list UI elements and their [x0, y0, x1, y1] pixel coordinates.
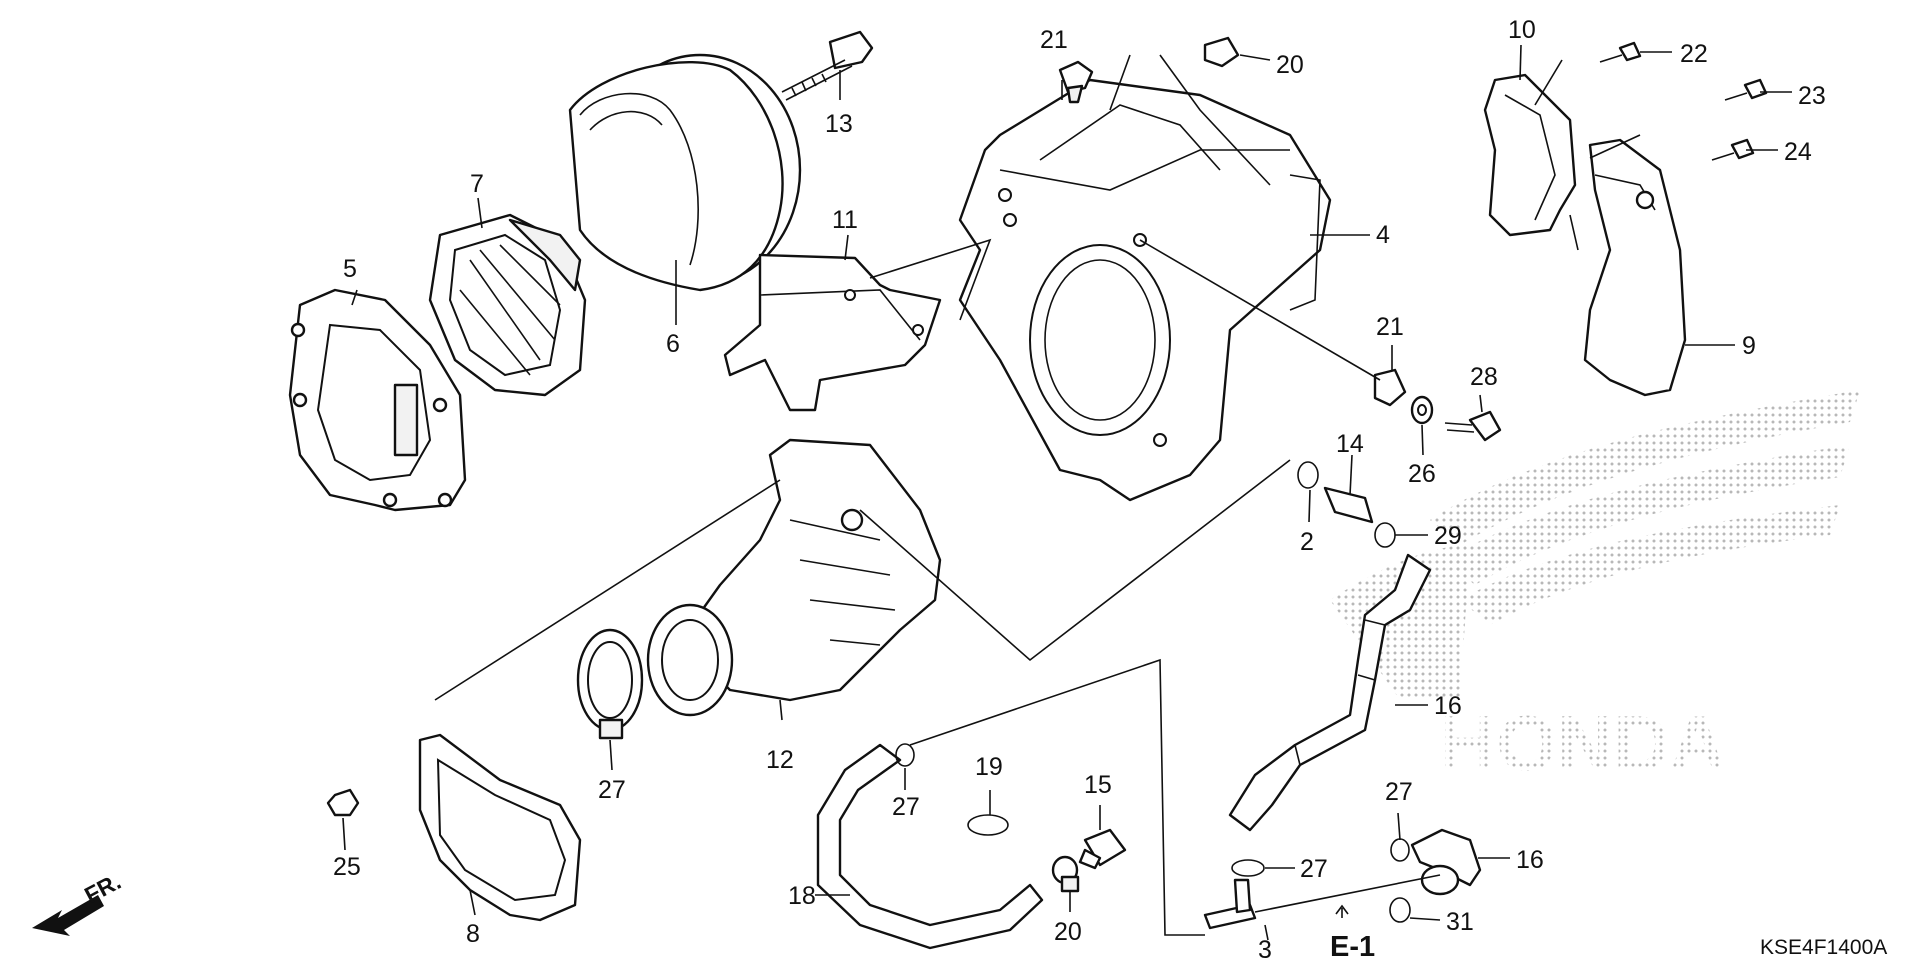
- part-30-clip: [1374, 522, 1396, 548]
- callout-8: 8: [466, 920, 480, 948]
- callout-21-lower: 21: [1376, 313, 1404, 341]
- callout-31: 31: [1446, 908, 1474, 936]
- callout-11: 11: [832, 206, 858, 234]
- callout-19: 19: [975, 753, 1003, 781]
- callout-27-middle: 27: [1300, 855, 1328, 883]
- part-22-fastener: [1058, 60, 1094, 104]
- callout-3: 3: [1258, 936, 1272, 960]
- callout-24-upper: 23: [1798, 82, 1826, 110]
- callout-12: 12: [766, 746, 794, 774]
- part-27-clip-b: [1231, 859, 1265, 877]
- callout-22: 21: [1040, 26, 1068, 54]
- part-19-clip: [967, 814, 1009, 836]
- callout-4: 4: [1376, 221, 1390, 249]
- callout-9: 9: [1742, 332, 1756, 360]
- callout-24-lower: 24: [1784, 138, 1812, 166]
- callout-26: 26: [1408, 460, 1436, 488]
- callout-21-upper: 20: [1276, 51, 1304, 79]
- part-31-clip: [1389, 897, 1411, 923]
- callout-30: 29: [1434, 522, 1462, 550]
- part-2-clip: [1297, 461, 1319, 489]
- callout-17: 16: [1434, 692, 1462, 720]
- part-26-washer: [1410, 395, 1434, 425]
- part-14-joint: [1323, 486, 1374, 524]
- part-28-band: [576, 628, 644, 740]
- callout-10: 10: [1508, 16, 1536, 44]
- part-25-nut: [326, 788, 360, 817]
- part-13-bolt: [781, 30, 874, 101]
- part-24-screw-lower: [1711, 138, 1755, 161]
- honda-wing-watermark: [1330, 390, 1860, 700]
- part-12-connecting-tube: [646, 438, 942, 717]
- callouts: 5 7 6 13 11 21 20 10 22 23 24 4 9 21 28 …: [333, 16, 1826, 960]
- callout-20: 20: [1054, 918, 1082, 946]
- callout-25: 25: [333, 853, 361, 881]
- part-20-joint: [1051, 855, 1080, 893]
- assembly-lines: [434, 54, 1641, 936]
- part-6-air-element: [568, 53, 802, 292]
- part-18-hose: [816, 743, 1044, 950]
- part-23-screw: [1599, 41, 1642, 63]
- part-15-fitting: [1078, 828, 1127, 870]
- part-11-bracket: [723, 253, 942, 412]
- part-4-case: [958, 78, 1332, 502]
- callout-13: 13: [825, 110, 853, 138]
- part-10-cover-bracket: [1483, 73, 1577, 237]
- part-3-t-joint: [1203, 878, 1257, 930]
- callout-16: 16: [1516, 846, 1544, 874]
- callout-27-right: 27: [1385, 778, 1413, 806]
- part-7-element-holder: [428, 213, 587, 397]
- front-arrow-icon: [32, 895, 104, 936]
- section-reference: E-1: [1330, 931, 1375, 960]
- part-29-bolt: [1444, 410, 1502, 442]
- part-17-hose: [1228, 553, 1432, 832]
- part-16-hose: [1410, 828, 1482, 896]
- leader-lines: [342, 44, 1792, 941]
- callout-28: 27: [598, 776, 626, 804]
- part-27-clip-a: [895, 743, 915, 767]
- callout-15: 15: [1084, 771, 1112, 799]
- watermark-text: HONDA: [1440, 699, 1726, 787]
- callout-29: 28: [1470, 363, 1498, 391]
- callout-5: 5: [343, 255, 357, 283]
- section-arrow-icon: [1335, 904, 1349, 918]
- callout-23: 22: [1680, 40, 1708, 68]
- callout-6: 6: [666, 330, 680, 358]
- callout-7: 7: [470, 170, 484, 198]
- part-21-clip-upper: [1203, 36, 1240, 68]
- callout-14: 14: [1336, 430, 1364, 458]
- part-9-cover: [1583, 138, 1687, 397]
- part-27-clip-c: [1390, 838, 1410, 862]
- drawing-code: KSE4F1400A: [1760, 936, 1887, 959]
- part-8-gasket: [418, 733, 582, 922]
- part-21-clip-lower: [1373, 368, 1407, 407]
- callout-18: 18: [788, 882, 816, 910]
- part-5-plate: [288, 288, 467, 512]
- callout-2: 2: [1300, 528, 1314, 556]
- callout-27-left: 27: [892, 793, 920, 821]
- part-24-screw-upper: [1724, 78, 1768, 101]
